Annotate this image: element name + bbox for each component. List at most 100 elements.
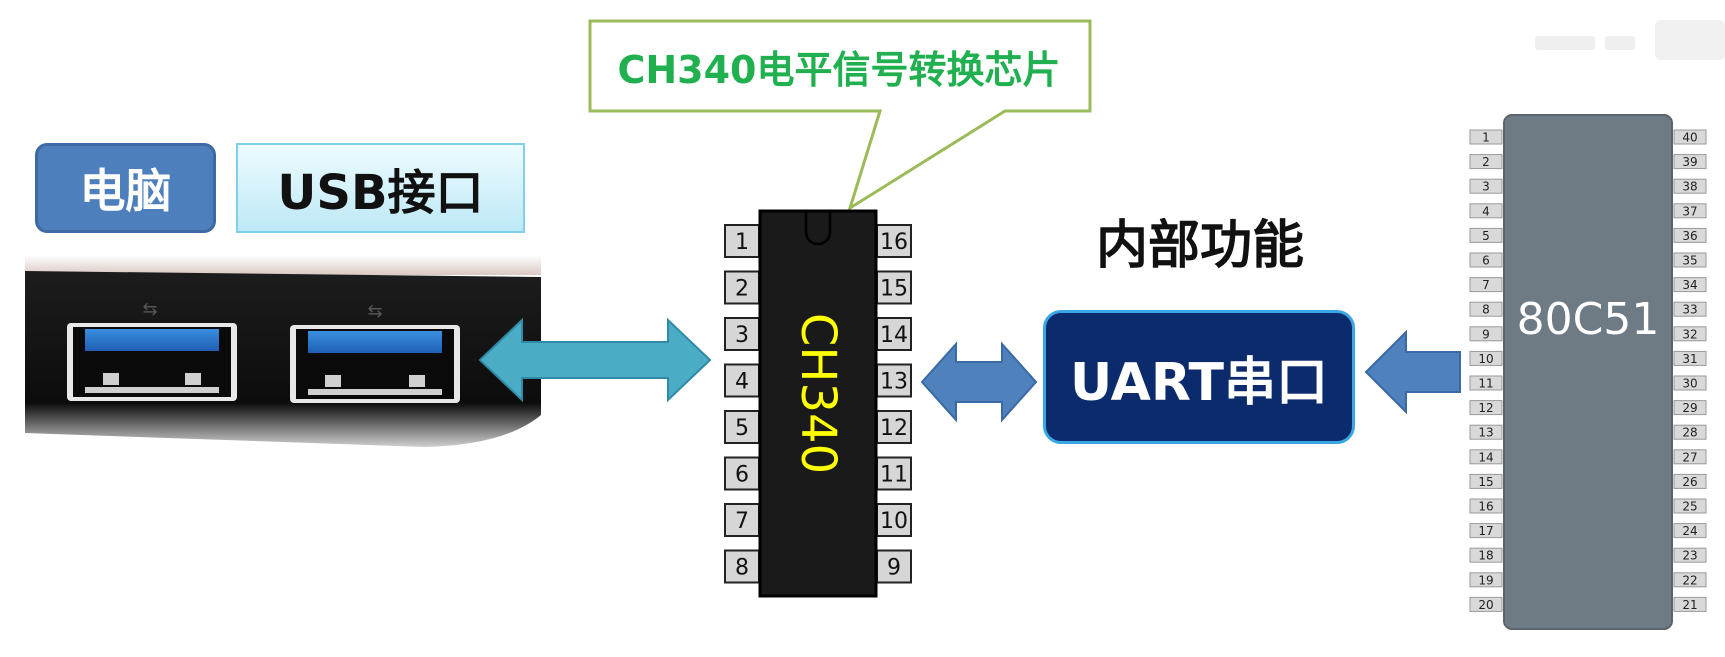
ch340-pin-number: 2 <box>735 277 749 302</box>
ch340-pin <box>876 549 912 584</box>
ch340-pin-number: 6 <box>735 463 749 488</box>
mcu-pin <box>1469 326 1503 342</box>
mcu-pin-number: 24 <box>1682 524 1697 538</box>
ch340-pin-number: 11 <box>880 463 908 488</box>
mcu-label: 80C51 <box>1517 294 1660 345</box>
mcu-pin-number: 39 <box>1682 155 1697 169</box>
mcu-pin-number: 11 <box>1478 377 1493 391</box>
mcu-pin-number: 18 <box>1478 549 1493 563</box>
mcu-pin-number: 38 <box>1682 180 1697 194</box>
mcu-pin <box>1673 178 1707 194</box>
ch340-label: CH340 <box>790 313 846 474</box>
mcu-pin <box>1469 301 1503 317</box>
ch340-pin-number: 16 <box>880 230 908 255</box>
mcu-pin-number: 35 <box>1682 254 1697 268</box>
mcu-pin-number: 33 <box>1682 303 1697 317</box>
mcu-pin-number: 30 <box>1682 377 1697 391</box>
mcu-pin <box>1673 203 1707 219</box>
mcu-pin <box>1673 424 1707 440</box>
mcu-pin <box>1469 252 1503 268</box>
usb-ports-photo: ⇆ ⇆ <box>25 255 541 455</box>
mcu-pin-number: 21 <box>1682 598 1697 612</box>
mcu-pin <box>1469 277 1503 293</box>
mcu-pin <box>1673 473 1707 489</box>
ch340-pin <box>876 410 912 444</box>
mcu-pin-number: 14 <box>1478 450 1493 464</box>
mcu-pin-number: 25 <box>1682 500 1697 514</box>
ch340-to-uart-arrow <box>920 341 1038 423</box>
mcu-pin <box>1469 596 1503 612</box>
internal-function-title: 内部功能 <box>1095 215 1304 276</box>
mcu-pin <box>1673 326 1707 342</box>
usb-to-ch340-arrow <box>478 318 712 402</box>
mcu-pin-number: 7 <box>1482 278 1490 292</box>
mcu-pin-number: 23 <box>1682 549 1697 563</box>
mcu-pin <box>1673 547 1707 563</box>
ch340-pin-number: 15 <box>880 277 908 302</box>
ch340-pin-number: 13 <box>880 370 908 395</box>
ch340-pin <box>876 317 912 351</box>
mcu-pin-number: 34 <box>1682 278 1697 292</box>
mcu-pin <box>1673 350 1707 366</box>
mcu-pin <box>1673 449 1707 465</box>
mcu-pin <box>1673 498 1707 514</box>
mcu-body <box>1503 114 1673 630</box>
mcu-pin-number: 36 <box>1682 229 1697 243</box>
ch340-pin <box>876 270 912 305</box>
mcu-pin <box>1469 449 1503 465</box>
mcu-to-uart-arrow <box>1364 330 1461 414</box>
ch340-pin-number: 4 <box>735 370 749 395</box>
mcu-pin-number: 13 <box>1478 426 1493 440</box>
mcu-pin-number: 15 <box>1478 475 1493 489</box>
callout-bubble <box>588 19 1092 212</box>
ch340-pin-number: 5 <box>735 416 749 441</box>
mcu-pin <box>1469 473 1503 489</box>
mcu-pin-number: 32 <box>1682 327 1697 341</box>
mcu-pin <box>1469 203 1503 219</box>
usb-port-label: USB接口 <box>236 143 525 233</box>
mcu-pin <box>1673 252 1707 268</box>
mcu-pin <box>1469 424 1503 440</box>
callout-text: CH340电平信号转换芯片 <box>617 47 1061 92</box>
ch340-pin-number: 14 <box>880 323 908 348</box>
mcu-pin <box>1673 129 1707 145</box>
usb-port-2 <box>290 325 460 403</box>
mcu-pin <box>1469 400 1503 416</box>
mcu-pin-number: 27 <box>1682 450 1697 464</box>
mcu-pin-number: 8 <box>1482 303 1490 317</box>
mcu-pin <box>1469 375 1503 391</box>
mcu-pin-number: 19 <box>1478 573 1493 587</box>
mcu-pin-number: 6 <box>1482 254 1490 268</box>
mcu-pin <box>1673 301 1707 317</box>
mcu-pin <box>1469 350 1503 366</box>
usb-port-1 <box>67 323 237 401</box>
watermark-logo <box>1525 16 1725 66</box>
mcu-pin <box>1469 572 1503 588</box>
mcu-pin-number: 40 <box>1682 131 1697 145</box>
mcu-pin-number: 2 <box>1482 155 1490 169</box>
mcu-pin-number: 31 <box>1682 352 1697 366</box>
ch340-notch <box>804 211 832 246</box>
mcu-pin <box>1469 547 1503 563</box>
ch340-pin-number: 12 <box>880 416 908 441</box>
ch340-pin <box>724 317 760 351</box>
mcu-pin <box>1469 227 1503 243</box>
mcu-pin-number: 20 <box>1478 598 1493 612</box>
ch340-pin-number: 3 <box>735 323 749 348</box>
mcu-pin <box>1469 154 1503 170</box>
mcu-pin-number: 1 <box>1482 131 1490 145</box>
usb-symbol-icon: ⇆ <box>367 301 382 322</box>
ch340-pin <box>876 363 912 398</box>
mcu-pin-number: 16 <box>1478 500 1493 514</box>
mcu-80c51-chip: 1234567891011121314151617181920403938373… <box>1469 114 1707 630</box>
ch340-pin <box>876 456 912 491</box>
ch340-pin <box>724 270 760 305</box>
mcu-pin-number: 26 <box>1682 475 1697 489</box>
mcu-pin-number: 10 <box>1478 352 1493 366</box>
mcu-pin-number: 37 <box>1682 204 1697 218</box>
ch340-body <box>758 209 878 598</box>
ch340-pin <box>724 363 760 398</box>
mcu-pin <box>1673 572 1707 588</box>
mcu-pin <box>1673 227 1707 243</box>
